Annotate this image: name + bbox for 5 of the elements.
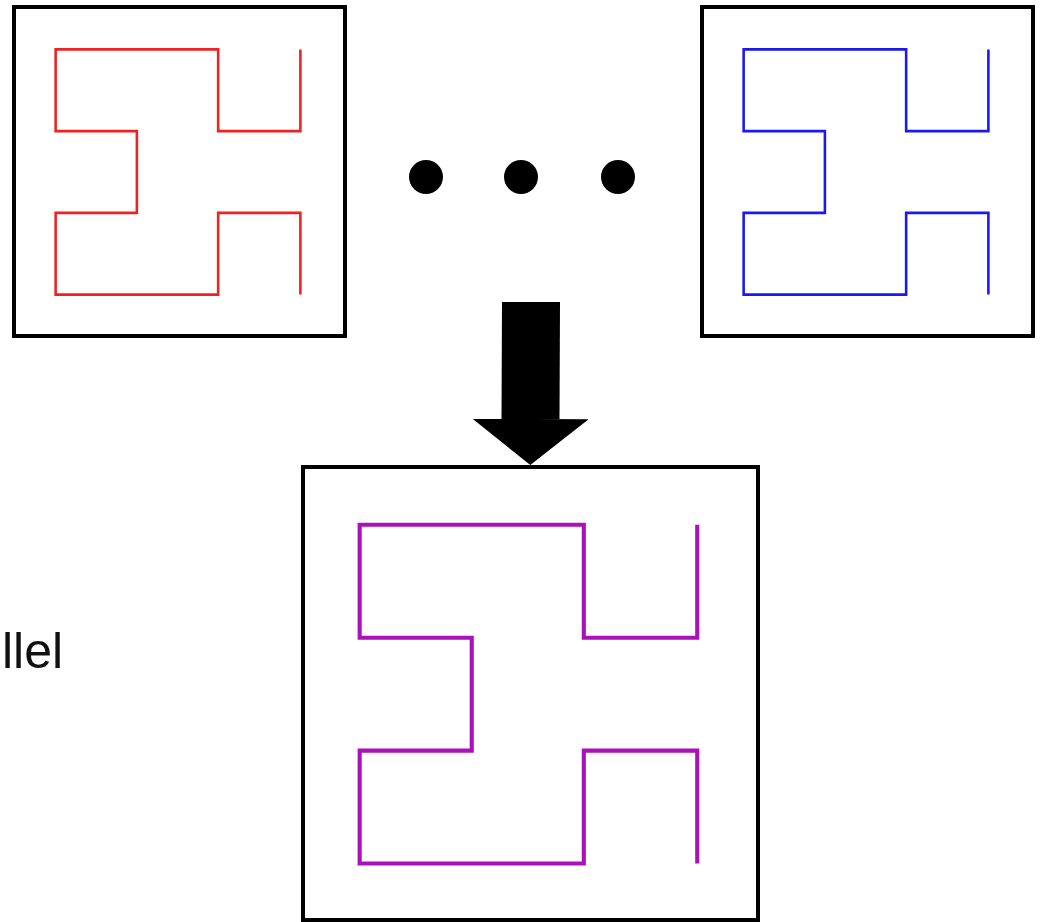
text-fragment: llel	[2, 622, 64, 680]
curve-picture	[700, 5, 1035, 338]
block-arrow	[472, 301, 589, 465]
curve-picture	[12, 5, 347, 338]
curve-picture	[301, 465, 760, 922]
